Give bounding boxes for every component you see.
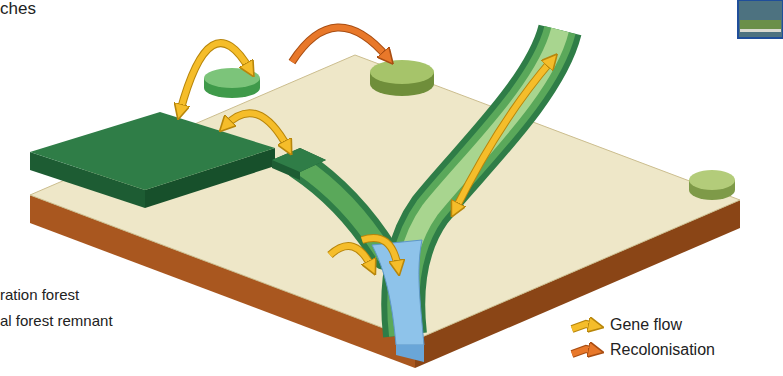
photo-thumbnail — [738, 0, 783, 38]
label-text: ration forest — [0, 287, 79, 304]
forest-patch — [689, 170, 735, 190]
gene-flow-arrow — [362, 238, 398, 268]
stream-side — [396, 345, 424, 362]
legend-arrow-outline — [572, 324, 596, 329]
legend-sample — [572, 324, 596, 329]
forest-block — [30, 112, 275, 190]
forest-patch — [272, 148, 326, 172]
gene-flow-arrow — [455, 60, 552, 210]
gene-flow-arrow — [362, 238, 398, 268]
photo-detail — [740, 29, 781, 32]
legend-arrow — [572, 349, 596, 354]
gene-flow-arrow — [225, 113, 288, 148]
gene-flow-arrow — [455, 60, 552, 210]
gene-flow-arrow — [180, 43, 250, 112]
legend-sample — [572, 349, 596, 354]
gene-flow-arrow — [330, 246, 372, 268]
legend-text: Gene flow — [610, 316, 682, 334]
photo-detail — [740, 20, 781, 30]
forest-patch — [272, 148, 326, 180]
forest-patch — [370, 60, 434, 84]
legend-samples — [572, 324, 596, 354]
recolonisation-arrow — [292, 27, 388, 62]
recolonisation-arrow — [292, 27, 388, 62]
legend-text: Recolonisation — [610, 341, 715, 359]
gene-flow-arrow — [225, 113, 288, 148]
label-text: al forest remnant — [0, 313, 113, 330]
legend-arrow — [572, 324, 596, 329]
gene-flow-arrow — [330, 246, 372, 268]
forest-patch — [204, 68, 260, 88]
label-text: ches — [0, 0, 36, 19]
legend-arrow-outline — [572, 349, 596, 354]
gene-flow-arrow — [180, 43, 250, 112]
